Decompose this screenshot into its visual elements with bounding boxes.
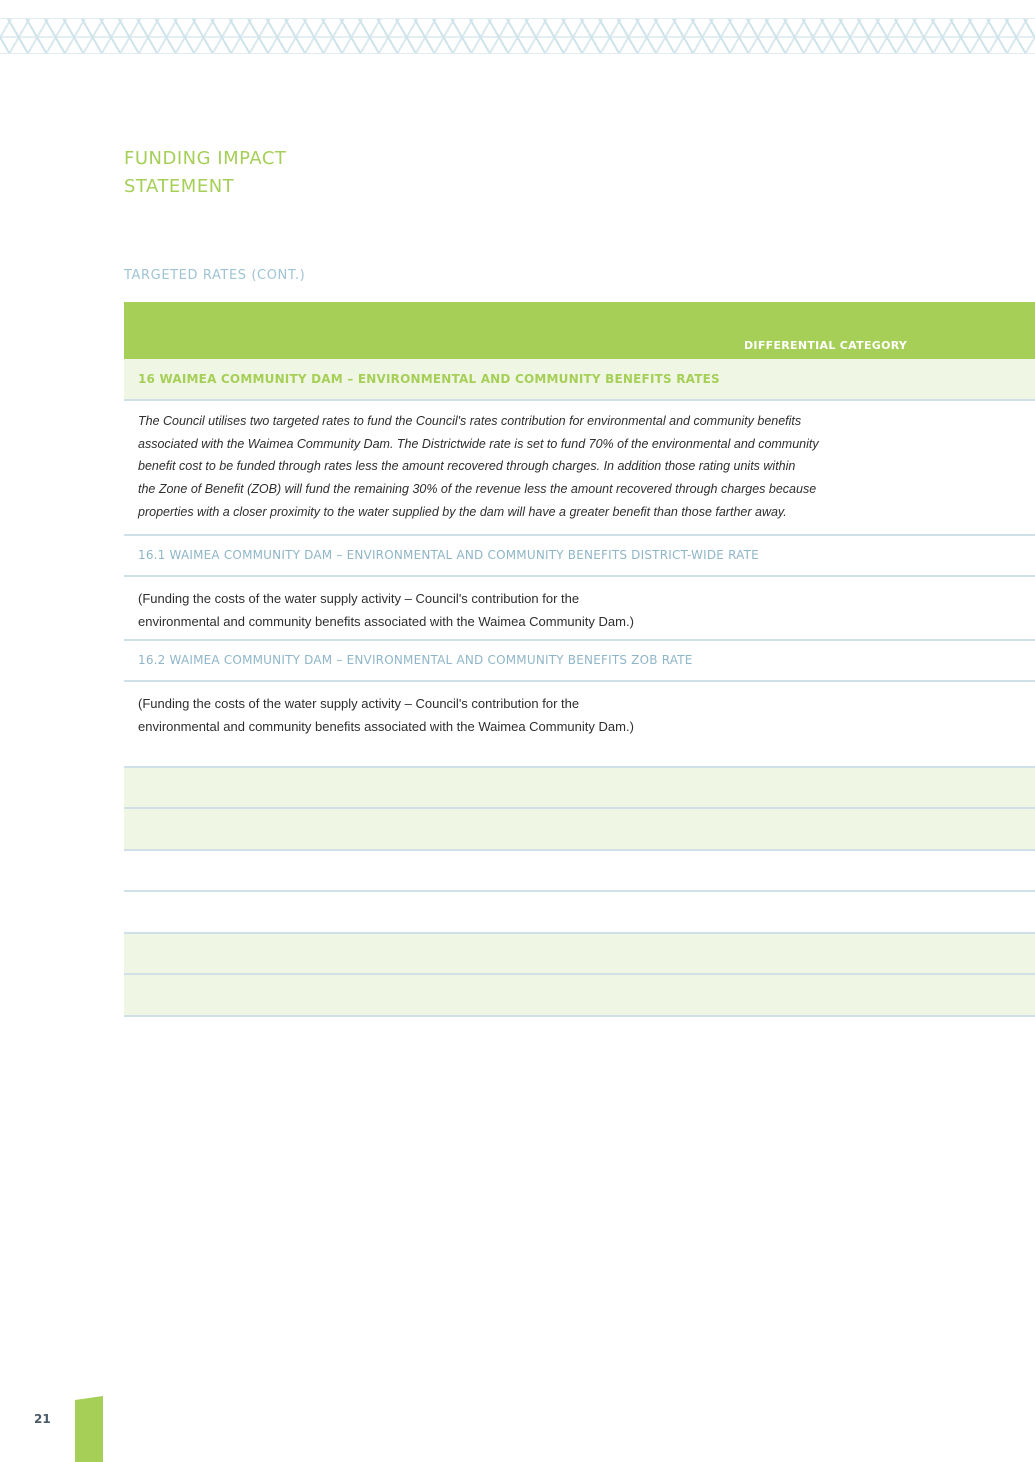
funding-line: environmental and community benefits ass… — [138, 613, 634, 629]
page-title-line-2: STATEMENT — [124, 176, 235, 197]
decorative-pattern-border — [0, 18, 1035, 54]
empty-table-row — [124, 975, 1035, 1017]
description-line: associated with the Waimea Community Dam… — [138, 436, 819, 451]
description-line: properties with a closer proximity to th… — [138, 504, 787, 519]
empty-table-row — [124, 851, 1035, 893]
empty-table-row — [124, 767, 1035, 810]
funding-line: (Funding the costs of the water supply a… — [138, 590, 580, 606]
funding-line: environmental and community benefits ass… — [138, 718, 634, 734]
description-line: the Zone of Benefit (ZOB) will fund the … — [138, 482, 817, 497]
page-title: FUNDING IMPACT STATEMENT — [124, 145, 286, 201]
section-subtitle: TARGETED RATES (CONT.) — [124, 268, 306, 283]
funding-line: (Funding the costs of the water supply a… — [138, 695, 580, 711]
table-header: DIFFERENTIAL CATEGORY — [124, 302, 1035, 359]
empty-table-row — [124, 933, 1035, 976]
column-header-differential-category: DIFFERENTIAL CATEGORY — [744, 339, 908, 352]
targeted-rates-table: DIFFERENTIAL CATEGORY 16 WAIMEA COMMUNIT… — [124, 302, 1035, 1017]
rate-16-1-funding-text: (Funding the costs of the water supply a… — [124, 577, 1035, 641]
rate-16-heading: 16 WAIMEA COMMUNITY DAM – ENVIRONMENTAL … — [124, 359, 1035, 401]
rate-16-2-funding-text: (Funding the costs of the water supply a… — [124, 682, 1035, 768]
description-line: The Council utilises two targeted rates … — [138, 414, 802, 428]
page-number: 21 — [34, 1412, 51, 1426]
rate-16-1-heading: 16.1 WAIMEA COMMUNITY DAM – ENVIRONMENTA… — [124, 536, 1035, 577]
empty-table-row — [124, 892, 1035, 934]
rate-16-description: The Council utilises two targeted rates … — [124, 401, 1035, 536]
description-line: benefit cost to be funded through rates … — [138, 459, 796, 474]
empty-table-row — [124, 809, 1035, 851]
rate-16-2-heading: 16.2 WAIMEA COMMUNITY DAM – ENVIRONMENTA… — [124, 641, 1035, 682]
page-tab-marker — [75, 1396, 103, 1462]
page-title-line-1: FUNDING IMPACT — [124, 148, 287, 169]
